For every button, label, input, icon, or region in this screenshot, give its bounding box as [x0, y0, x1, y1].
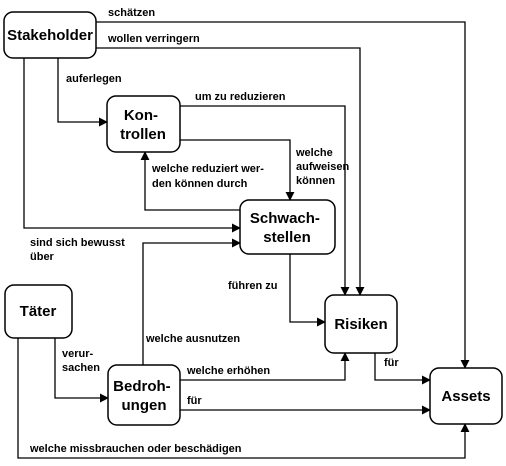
svg-text:Assets: Assets — [441, 388, 490, 405]
node-kontrollen: Kon- trollen — [106, 95, 181, 153]
label-sind-sich-bewusst: sind sich bewusst über — [30, 237, 128, 263]
edge-labels: schätzen wollen verringern auferlegen um… — [29, 7, 399, 455]
label-schaetzen: schätzen — [108, 7, 155, 19]
label-welche-erhoehen: welche erhöhen — [186, 365, 270, 377]
edge-risiken-assets — [374, 353, 431, 385]
node-stakeholder: Stakeholder — [3, 11, 97, 59]
edge-schwachstellen-risiken — [289, 254, 326, 327]
edge-stakeholder-schwachstellen — [23, 58, 241, 233]
edge-stakeholder-kontrollen — [57, 58, 108, 127]
edge-taeter-bedrohungen — [54, 338, 109, 403]
node-risiken: Risiken — [324, 294, 398, 354]
edges — [17, 21, 470, 459]
svg-text:Stakeholder: Stakeholder — [7, 27, 93, 44]
node-taeter: Täter — [4, 284, 73, 339]
label-fuer-bedrohungen: für — [187, 395, 202, 407]
edge-stakeholder-assets — [95, 21, 470, 369]
node-schwachstellen: Schwach- stellen — [239, 199, 336, 255]
label-fuehren-zu: führen zu — [228, 280, 278, 292]
label-verursachen: verur- sachen — [62, 348, 100, 374]
edge-taeter-assets — [17, 338, 470, 459]
edge-stakeholder-risiken — [95, 47, 365, 296]
edge-bedrohungen-schwachstellen — [142, 238, 241, 365]
label-welche-ausnutzen: welche ausnutzen — [145, 333, 240, 345]
edge-kontrollen-risiken — [180, 105, 350, 296]
svg-text:Risiken: Risiken — [334, 316, 387, 333]
label-welche-reduziert-werden: welche reduziert wer- den können durch — [151, 163, 267, 190]
node-bedrohungen: Bedroh- ungen — [107, 364, 181, 426]
node-assets: Assets — [429, 367, 503, 425]
edge-kontrollen-schwachstellen — [180, 139, 295, 201]
label-um-zu-reduzieren: um zu reduzieren — [195, 91, 286, 103]
svg-text:Täter: Täter — [20, 303, 57, 320]
label-welche-aufweisen-koennen: welche aufweisen können — [295, 147, 352, 187]
label-wollen-verringern: wollen verringern — [107, 33, 200, 45]
edge-schwachstellen-kontrollen — [140, 151, 240, 211]
edge-bedrohungen-risiken — [180, 352, 350, 381]
label-welche-missbrauchen: welche missbrauchen oder beschädigen — [29, 443, 242, 455]
svg-text:Schwach- stellen: Schwach- stellen — [250, 210, 324, 246]
label-auferlegen: auferlegen — [66, 73, 122, 85]
svg-text:Kon- trollen: Kon- trollen — [120, 107, 166, 143]
label-fuer-risiken: für — [384, 357, 399, 369]
svg-text:Bedroh- ungen: Bedroh- ungen — [113, 378, 175, 414]
